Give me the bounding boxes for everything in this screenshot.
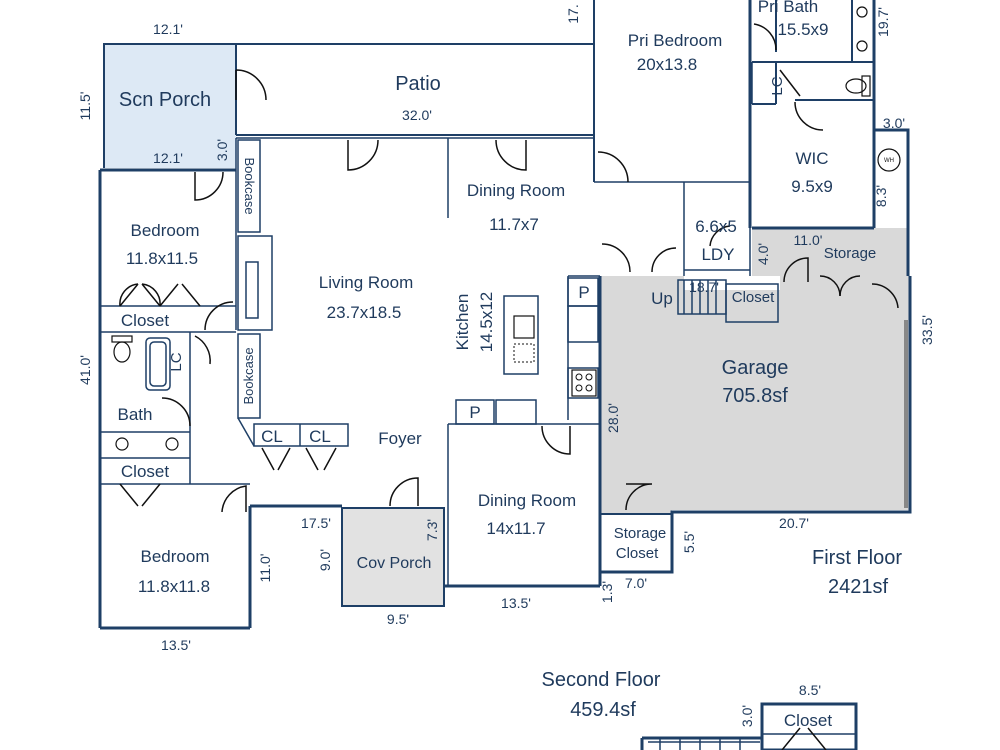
label-closet-stair: Closet [732,289,775,306]
label-ldy-size: 6.6x5 [695,217,737,236]
dimension-labels: 12.1' 17. 19.7' 11.5' 32.0' 12.1' 3.0' 3… [77,4,935,727]
dim-20-7: 20.7' [779,515,809,531]
label-scn-porch: Scn Porch [119,89,211,111]
cov-porch-fill [342,508,444,606]
garage-fill [600,276,910,572]
label-dining-top: Dining Room [467,181,565,200]
floor-titles: First Floor 2421sf Second Floor 459.4sf [542,547,903,721]
label-bedroom-1: Bedroom [131,221,200,240]
dim-28-0: 28.0' [605,403,621,433]
label-dining-bottom: Dining Room [478,491,576,510]
label-cl-1: CL [261,427,283,446]
label-closet-1: Closet [121,311,169,330]
label-kitchen-size: 14.5x12 [477,292,496,353]
bath-fixtures [111,6,871,451]
label-patio: Patio [395,73,441,95]
label-pri-bath: Pri Bath [758,0,818,16]
label-pri-bedroom: Pri Bedroom [628,31,722,50]
dim-18-7: 18.7' [689,279,719,295]
label-closet-2: Closet [121,462,169,481]
label-wic-size: 9.5x9 [791,177,833,196]
second-floor-title: Second Floor [542,669,661,691]
dim-13-5-bottom: 13.5' [161,637,191,653]
label-living-room-size: 23.7x18.5 [327,303,402,322]
label-closet-second: Closet [784,711,832,730]
label-bedroom-1-size: 11.8x11.5 [126,249,198,268]
scn-porch-fill [104,44,236,168]
storage-fill [752,228,908,276]
label-kitchen: Kitchen [453,294,472,351]
label-lc-top: LC [769,76,786,95]
dim-5-5: 5.5' [681,531,697,553]
dim-12-1-mid: 12.1' [153,150,183,166]
label-storage-top: Storage [824,245,877,262]
dim-13-5-mid: 13.5' [501,595,531,611]
label-pri-bedroom-size: 20x13.8 [637,55,698,74]
dim-3-0-porch: 3.0' [214,139,230,161]
label-pantry-1: P [469,403,480,422]
label-dining-bottom-size: 14x11.7 [486,519,545,538]
label-storage-closet-1: Storage [614,525,667,542]
label-bookcase-2: Bookcase [241,347,256,404]
label-wh: WH [884,158,894,164]
dim-7-3: 7.3' [424,519,440,541]
first-floor-area: 2421sf [828,576,888,598]
dim-11-5: 11.5' [77,92,93,121]
dim-17-top: 17. [565,4,581,23]
dim-3-0-right: 3.0' [883,115,905,131]
label-pantry-2: P [578,283,589,302]
dim-8-3: 8.3' [873,185,889,207]
dim-33-5: 33.5' [919,315,935,345]
label-cov-porch: Cov Porch [357,555,432,572]
dim-4-0: 4.0' [755,243,771,265]
dim-7-0: 7.0' [625,575,647,591]
label-storage-closet-2: Closet [616,545,659,562]
dim-32-0: 32.0' [402,107,432,123]
dim-9-5: 9.5' [387,611,409,627]
dim-11-0-bed: 11.0' [257,554,273,583]
dim-41-0: 41.0' [77,355,93,385]
label-garage-size: 705.8sf [722,385,788,407]
label-bedroom-2-size: 11.8x11.8 [138,577,210,596]
dim-19-7: 19.7' [875,7,891,37]
label-wic: WIC [795,149,828,168]
label-garage: Garage [722,357,789,379]
label-ldy: LDY [701,245,734,264]
label-pri-bath-size: 15.5x9 [777,20,828,39]
first-floor-title: First Floor [812,547,902,569]
interior-walls [100,62,908,750]
dim-3-0-second: 3.0' [739,705,755,727]
dim-8-5: 8.5' [799,682,821,698]
label-lc-bath: LC [168,352,185,371]
label-living-room: Living Room [319,273,414,292]
dim-1-3: 1.3' [599,581,615,603]
label-foyer: Foyer [378,429,422,448]
second-floor-area: 459.4sf [570,699,636,721]
label-cl-2: CL [309,427,331,446]
label-bookcase-1: Bookcase [242,157,257,214]
room-labels: Scn Porch Patio Pri Bedroom 20x13.8 Pri … [118,0,894,730]
dim-12-1-top: 12.1' [153,21,183,37]
door-swings [119,23,899,750]
dim-17-5: 17.5' [301,515,331,531]
label-bedroom-2: Bedroom [141,547,210,566]
label-up: Up [651,289,673,308]
label-bath: Bath [118,405,153,424]
storage-closet-fill [600,514,672,572]
dim-11-0-storage: 11.0' [794,232,823,248]
label-dining-top-size: 11.7x7 [489,215,539,234]
dim-9-0: 9.0' [317,549,333,571]
